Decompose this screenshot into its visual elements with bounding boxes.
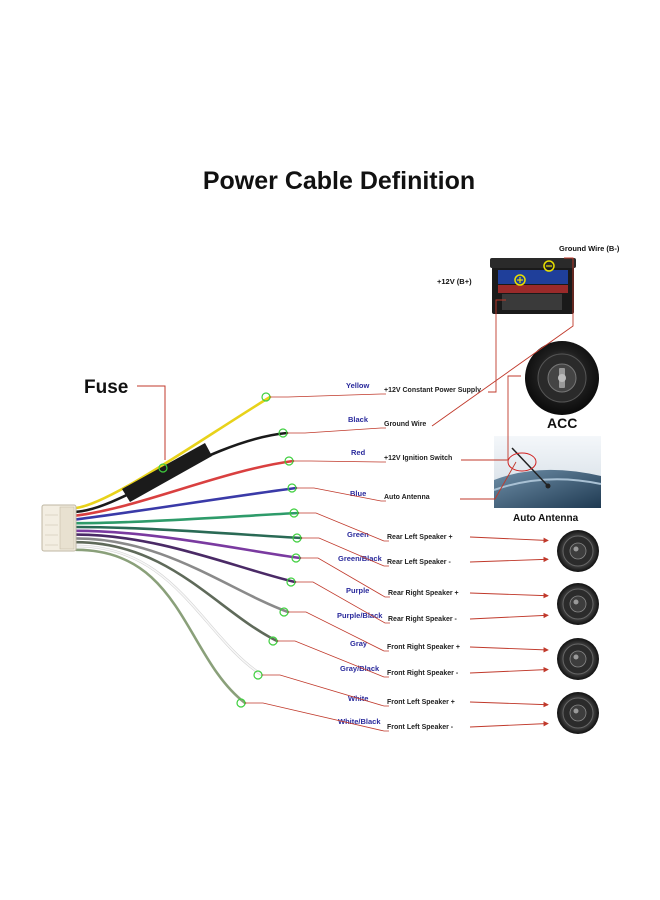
leader-line-red: [293, 460, 386, 463]
leader-line-green-black: [301, 537, 389, 567]
wire-function-label-purple-black: Rear Right Speaker -: [388, 616, 458, 623]
leader-line-green: [298, 512, 389, 542]
wire-function-label-blue: Auto Antenna: [384, 494, 430, 501]
antenna-label: Auto Antenna: [513, 513, 579, 524]
speaker-arrow-5: [469, 646, 549, 653]
antenna-connection: [460, 461, 517, 500]
leader-line-purple: [300, 557, 390, 598]
wire-color-label-green-black: Green/Black: [338, 554, 383, 563]
wire-color-label-yellow: Yellow: [346, 381, 370, 390]
acc-label: ACC: [547, 415, 577, 431]
wire-color-label-gray-black: Gray/Black: [340, 664, 380, 673]
wire-function-label-yellow: +12V Constant Power Supply: [384, 387, 481, 394]
speaker-arrow-2: [469, 556, 549, 563]
wire-color-label-gray: Gray: [350, 639, 368, 648]
wire-green: [74, 511, 300, 525]
label-layer: Yellow +12V Constant Power SupplyBlackGro…: [245, 257, 574, 732]
acc-connection: [461, 375, 521, 461]
wire-function-label-white-black: Front Left Speaker -: [387, 724, 454, 731]
wire-purple-black: [74, 533, 297, 584]
speaker-arrow-8: [469, 721, 549, 728]
wire-function-label-green: Rear Left Speaker +: [387, 534, 453, 541]
speaker-arrow-1: [469, 536, 549, 543]
battery-ground-connection: [431, 257, 574, 427]
antenna-photo: [493, 436, 602, 508]
speaker-arrow-6: [469, 667, 549, 674]
fuse-pointer-line: [137, 385, 166, 460]
wire-color-label-black: Black: [348, 415, 369, 424]
battery-plus-connection: [488, 299, 506, 393]
speaker-arrow-7: [469, 701, 549, 708]
leader-line-yellow: [270, 393, 386, 398]
leader-line-white: [262, 674, 389, 707]
harness-connector: [41, 504, 77, 552]
fuse-label: Fuse: [84, 377, 128, 398]
wire-function-label-gray-black: Front Right Speaker -: [387, 670, 459, 677]
speaker-icon: [557, 692, 599, 734]
wire-gray-black: [74, 540, 279, 643]
speaker-icon: [557, 583, 599, 625]
battery-icon: [490, 258, 576, 314]
wire-white-highlight: [75, 545, 263, 676]
speaker-icon: [557, 530, 599, 572]
leader-line-black: [287, 427, 386, 434]
speaker-layer: [469, 530, 599, 734]
leader-line-blue: [296, 487, 386, 502]
wire-color-label-white-black: White/Black: [338, 717, 381, 726]
wire-color-label-red: Red: [351, 448, 366, 457]
wire-blue: [74, 486, 298, 521]
wire-function-label-purple: Rear Right Speaker +: [388, 590, 459, 597]
battery-ground-label: Ground Wire (B-): [559, 244, 620, 253]
speaker-arrow-3: [469, 592, 549, 599]
wire-red: [74, 459, 295, 517]
leader-line-white-black: [245, 702, 389, 732]
leader-line-purple-black: [295, 581, 390, 624]
wire-color-label-green: Green: [347, 530, 369, 539]
battery-plus-label: +12V (B+): [437, 277, 472, 286]
wire-function-label-gray: Front Right Speaker +: [387, 644, 460, 651]
wire-function-label-black: Ground Wire: [384, 421, 426, 428]
wire-function-label-green-black: Rear Left Speaker -: [387, 559, 451, 566]
fuse-holder: [122, 443, 212, 502]
wire-white-black: [74, 548, 247, 705]
ignition-switch-icon: [525, 341, 599, 415]
wire-gray: [74, 537, 290, 614]
wire-purple: [74, 529, 302, 560]
wire-color-label-purple-black: Purple/Black: [337, 611, 383, 620]
wire-color-label-purple: Purple: [346, 586, 369, 595]
speaker-arrow-4: [469, 612, 549, 620]
wire-green-black: [74, 525, 303, 540]
speaker-icon: [557, 638, 599, 680]
wire-layer: [74, 392, 303, 708]
page-title: Power Cable Definition: [203, 167, 475, 195]
leader-line-gray: [288, 611, 389, 652]
wire-function-label-red: +12V Ignition Switch: [384, 455, 452, 462]
wire-function-label-white: Front Left Speaker +: [387, 699, 455, 706]
wire-color-label-blue: Blue: [350, 489, 366, 498]
leader-line-gray-black: [277, 640, 389, 678]
